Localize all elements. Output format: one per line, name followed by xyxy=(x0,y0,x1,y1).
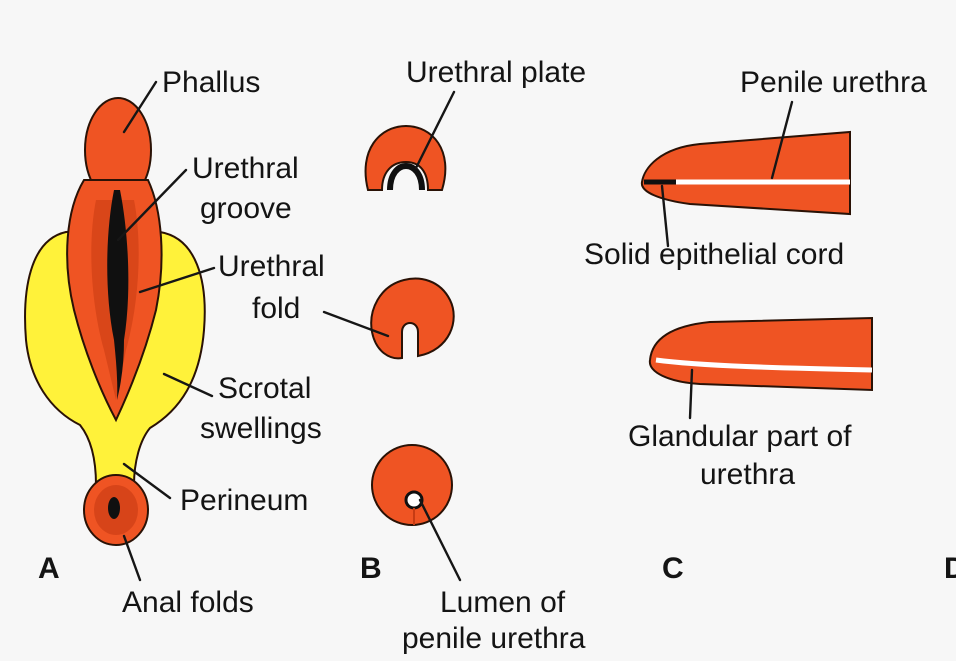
label-scrotal-1: Scrotal xyxy=(218,372,311,405)
panel-letter-a: A xyxy=(38,552,60,585)
label-penile-urethra: Penile urethra xyxy=(740,66,927,99)
section-urethral-fold xyxy=(371,279,453,359)
section-penile-urethra xyxy=(372,445,452,525)
panel-a-figure xyxy=(25,98,205,545)
longitudinal-section-cord xyxy=(642,132,850,214)
longitudinal-section-glandular xyxy=(650,318,872,390)
label-urethral-groove-2: groove xyxy=(200,192,292,225)
label-scrotal-2: swellings xyxy=(200,412,322,445)
label-perineum: Perineum xyxy=(180,484,308,517)
label-phallus: Phallus xyxy=(162,66,260,99)
label-urethral-groove-1: Urethral xyxy=(192,152,299,185)
label-urethral-fold-2: fold xyxy=(252,292,300,325)
panel-letter-b: B xyxy=(360,552,382,585)
urethral-plate-shape xyxy=(390,166,422,190)
anal-opening xyxy=(108,497,120,519)
leader-anal-folds xyxy=(124,536,140,580)
label-anal-folds: Anal folds xyxy=(122,586,254,619)
label-glandular-2: urethra xyxy=(700,458,795,491)
panel-letter-d: D xyxy=(944,552,956,585)
label-urethral-fold-1: Urethral xyxy=(218,250,325,283)
panel-b-figure xyxy=(366,126,454,525)
label-urethral-plate: Urethral plate xyxy=(406,56,586,89)
label-solid-cord: Solid epithelial cord xyxy=(584,238,844,271)
label-lumen-1: Lumen of xyxy=(440,586,566,619)
panel-letter-c: C xyxy=(662,552,684,585)
label-lumen-2: penile urethra xyxy=(402,622,586,655)
label-glandular-1: Glandular part of xyxy=(628,420,852,453)
